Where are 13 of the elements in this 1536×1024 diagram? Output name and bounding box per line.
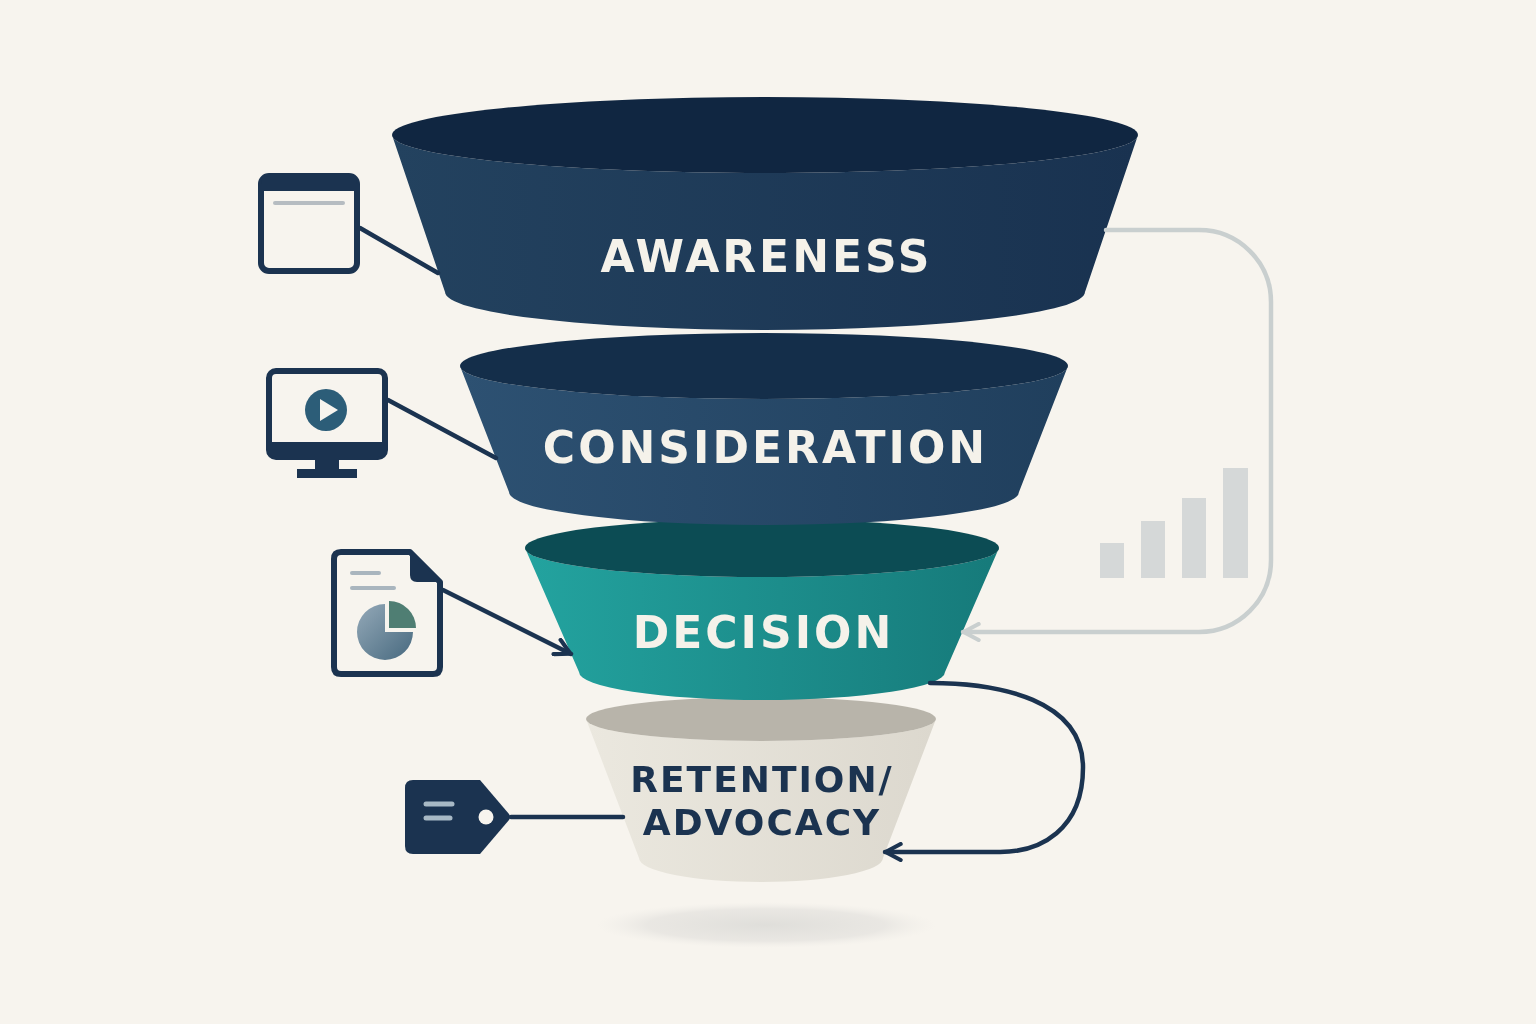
stage-label: CONSIDERATION (541, 421, 989, 475)
stage-label: RETENTION/ ADVOCACY (629, 757, 894, 845)
stage-label: AWARENESS (599, 230, 933, 284)
monitor-play-icon (266, 368, 388, 480)
curved-arrow (882, 680, 1086, 863)
arrow (440, 587, 574, 657)
connector-line (508, 814, 626, 820)
connector-line (357, 225, 441, 276)
stage-label: DECISION (631, 606, 895, 660)
loop-arrow (960, 227, 1274, 643)
pie-chart-document-icon (331, 549, 443, 677)
browser-window-icon (258, 173, 360, 274)
connector-line (385, 397, 499, 461)
